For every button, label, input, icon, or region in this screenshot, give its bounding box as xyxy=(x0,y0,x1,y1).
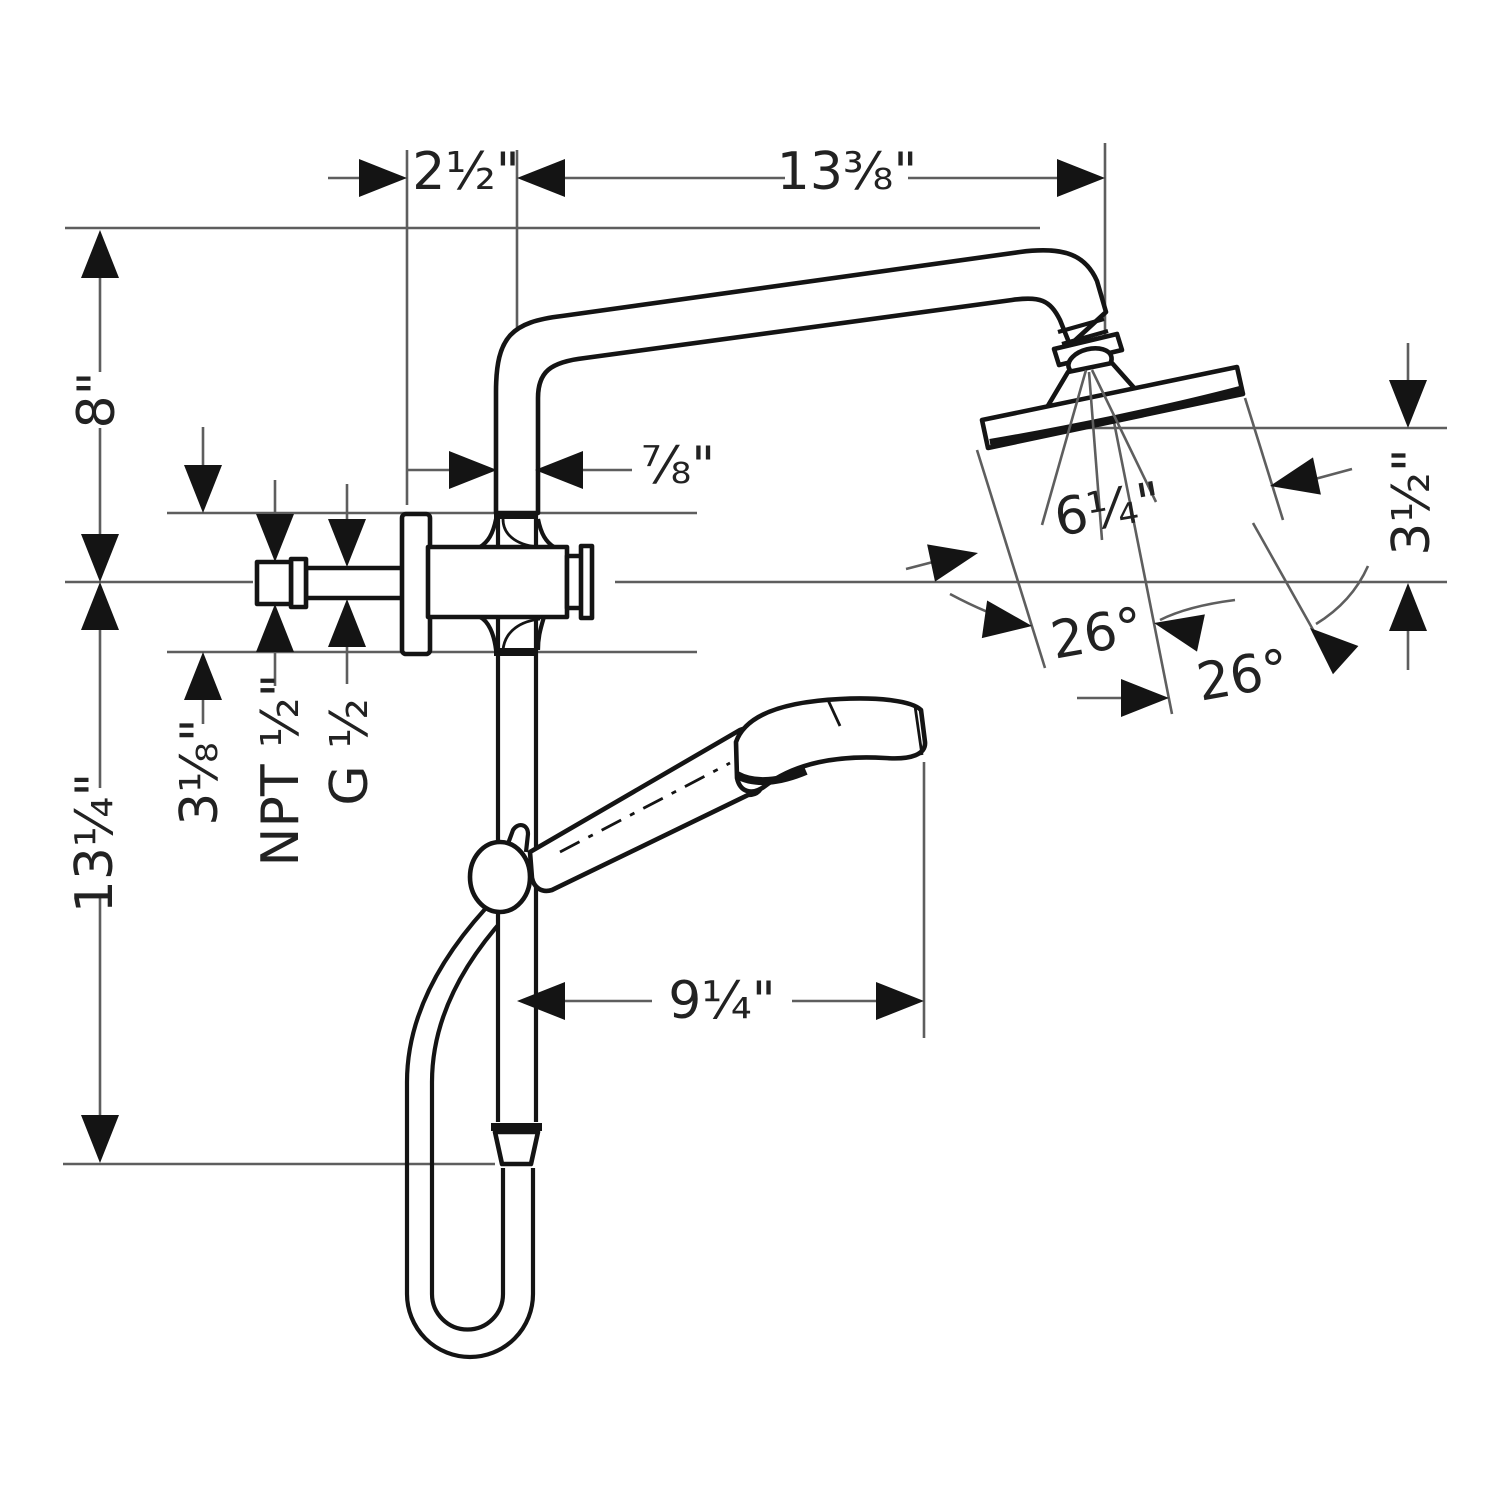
dim-arrowhead xyxy=(359,159,407,197)
dim-arrowhead xyxy=(81,534,119,582)
dim-arrowhead xyxy=(517,982,565,1020)
dim-arrowhead xyxy=(256,514,294,562)
dim-arrowhead xyxy=(1310,628,1359,675)
supply-stub xyxy=(303,565,407,601)
dim-arrowhead xyxy=(1154,614,1205,652)
handshower-grip xyxy=(527,726,765,894)
holder-ball xyxy=(467,839,533,915)
dim-arrowhead xyxy=(1270,457,1321,495)
spray-fan-lines xyxy=(1040,369,1158,541)
dim-arrowhead xyxy=(1121,679,1169,717)
dim-arrowhead xyxy=(535,451,583,489)
label-pipe-dia: ⅞" xyxy=(641,436,715,496)
riser-slide-bar xyxy=(491,420,542,1167)
dim-arrowhead xyxy=(449,451,497,489)
label-bar-len: 13¼" xyxy=(65,773,125,914)
valve-body xyxy=(425,544,570,620)
spray-face-band xyxy=(989,386,1242,447)
label-plate-h: 3⅛" xyxy=(170,718,230,825)
dimension-labels: 2½" 13⅜" 8" ⅞" 3⅛" NPT ½" G ½ 13¼" 9¼" 6… xyxy=(65,142,1442,1031)
dim-arrowhead xyxy=(1057,159,1105,197)
shower-arm xyxy=(493,248,1109,516)
dim-arrowhead xyxy=(81,230,119,278)
head-face-edge xyxy=(913,705,924,756)
dim-arrowhead xyxy=(328,599,366,647)
label-head-dia: 6¼" xyxy=(1050,471,1166,549)
dim-arrowhead xyxy=(876,982,924,1020)
overhead-showerhead xyxy=(979,364,1246,451)
volume-control-valve xyxy=(254,511,595,657)
label-angle-right: 26° xyxy=(1192,638,1293,713)
label-arm-reach: 13⅜" xyxy=(777,142,918,202)
holder-hook xyxy=(503,823,531,853)
dim-arrowhead xyxy=(328,519,366,567)
dim-arrowhead xyxy=(927,544,978,582)
dim-arrowhead xyxy=(517,159,565,197)
label-angle-left: 26° xyxy=(1046,596,1147,671)
label-height-8: 8" xyxy=(67,371,127,428)
bar-end-connector xyxy=(492,1129,541,1167)
dimension-arrows xyxy=(81,159,1427,1163)
dim-arrowhead xyxy=(981,600,1032,639)
handshower xyxy=(467,696,928,915)
handshower-head xyxy=(733,696,928,794)
label-npt-thread: NPT ½" xyxy=(251,674,311,867)
dim-arrowhead xyxy=(81,582,119,630)
dim-arrowhead xyxy=(256,604,294,652)
dim-arrowhead xyxy=(1389,380,1427,428)
dim-arrowhead xyxy=(81,1115,119,1163)
dim-arrowhead xyxy=(184,652,222,700)
label-hand-reach: 9¼" xyxy=(668,971,775,1031)
dim-arrowhead xyxy=(184,465,222,513)
shower-hose xyxy=(404,906,536,1360)
grip-centerline xyxy=(559,761,731,854)
label-head-drop: 3½" xyxy=(1382,448,1442,555)
valve-knob xyxy=(578,543,595,621)
label-g-thread: G ½ xyxy=(320,698,380,805)
dim-arrowhead xyxy=(1389,583,1427,631)
shower-product xyxy=(254,248,1246,1360)
supply-nut xyxy=(254,559,294,607)
label-offset: 2½" xyxy=(412,142,519,202)
hand-spray-band xyxy=(735,767,808,786)
head-seam xyxy=(826,699,842,727)
